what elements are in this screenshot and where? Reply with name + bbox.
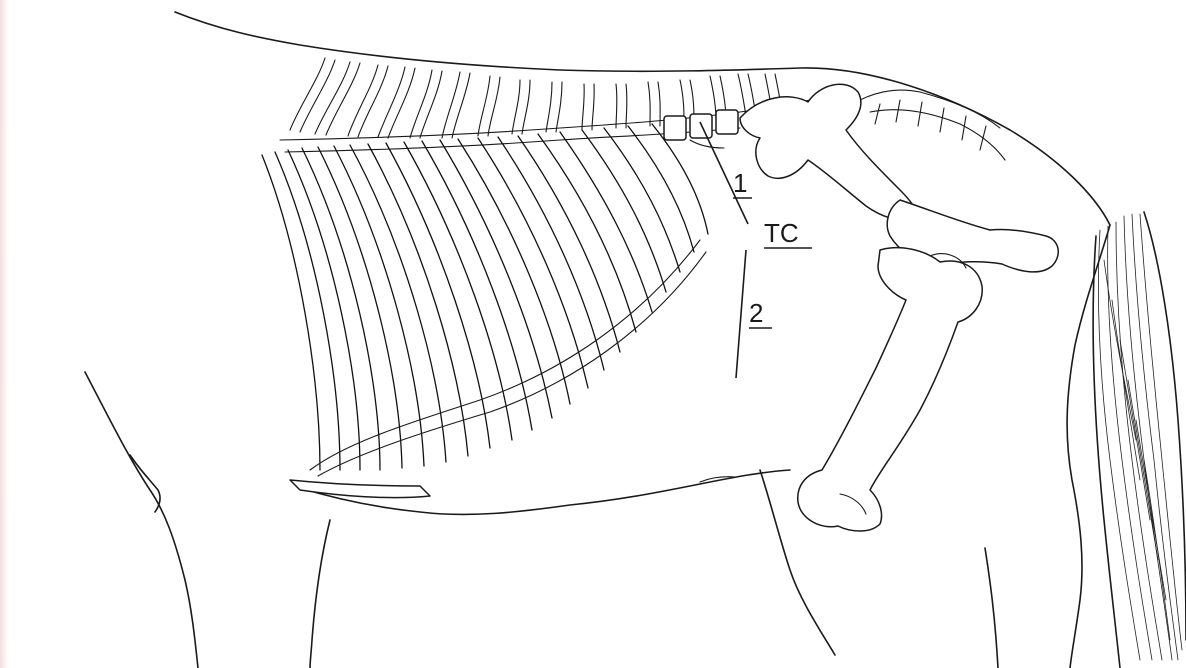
rib bbox=[582, 130, 666, 292]
spinous-process bbox=[452, 73, 470, 138]
spinous-process bbox=[522, 80, 530, 134]
rib-cage bbox=[262, 124, 708, 498]
spinous-process bbox=[378, 67, 405, 137]
rib bbox=[604, 128, 680, 272]
labels: 1 TC 2 bbox=[733, 168, 812, 328]
back-contour bbox=[175, 12, 1110, 225]
forearm-contour bbox=[310, 520, 330, 668]
rib bbox=[262, 155, 320, 470]
rib bbox=[275, 152, 340, 470]
spinous-process bbox=[738, 74, 746, 116]
caudal-process bbox=[940, 108, 944, 132]
foreleg-contour bbox=[85, 372, 198, 668]
rib bbox=[334, 146, 424, 466]
rib bbox=[628, 126, 694, 252]
sacral-spinous-processes bbox=[860, 90, 1000, 128]
tail-hair bbox=[1128, 380, 1158, 560]
label-1: 1 bbox=[733, 168, 747, 198]
caudal-process bbox=[896, 100, 900, 122]
label-tc: TC bbox=[764, 218, 799, 248]
rib bbox=[458, 139, 570, 404]
rib bbox=[518, 136, 620, 352]
tail-hair bbox=[1136, 420, 1166, 600]
sternum bbox=[290, 480, 430, 498]
spinous-process bbox=[488, 77, 500, 136]
ilium bbox=[740, 84, 920, 221]
spinous-process bbox=[512, 80, 520, 134]
pelvic-limb bbox=[740, 84, 1058, 531]
caudal-process bbox=[980, 126, 986, 150]
tail bbox=[1093, 212, 1186, 668]
caudal-process bbox=[875, 104, 880, 124]
spinous-process bbox=[546, 82, 552, 132]
spinous-process bbox=[326, 63, 360, 135]
rib bbox=[422, 141, 532, 430]
spinous-process bbox=[648, 82, 650, 126]
tail-outline bbox=[1093, 236, 1120, 668]
spinous-process bbox=[616, 84, 617, 128]
spinous-process bbox=[710, 76, 716, 120]
pointer-lines bbox=[700, 122, 748, 378]
hind-leg-contour bbox=[985, 548, 998, 668]
pointer-line-2 bbox=[736, 250, 746, 378]
spinous-process bbox=[592, 84, 594, 130]
spinous-process bbox=[626, 84, 627, 128]
spinous-process bbox=[658, 82, 660, 126]
femur bbox=[798, 248, 982, 531]
label-2: 2 bbox=[749, 298, 763, 328]
rib bbox=[478, 138, 588, 388]
tail-hair bbox=[1098, 230, 1140, 660]
lumbar-vertebra bbox=[664, 116, 686, 140]
tail-outline bbox=[1144, 212, 1186, 640]
caudal-process bbox=[962, 116, 966, 140]
spinous-process bbox=[478, 76, 490, 136]
rib bbox=[404, 142, 512, 440]
spinous-process bbox=[582, 84, 584, 130]
spinous-process bbox=[420, 71, 442, 138]
spinous-process bbox=[410, 70, 432, 138]
tail-hair bbox=[1116, 222, 1162, 660]
spinous-process bbox=[556, 82, 562, 132]
tail-hair bbox=[1120, 340, 1150, 520]
transverse-process bbox=[690, 140, 724, 148]
spinous-process bbox=[442, 72, 460, 138]
tail-hair bbox=[1104, 260, 1136, 440]
hindquarter-contour bbox=[1067, 225, 1110, 668]
rib bbox=[318, 147, 402, 468]
spinous-process bbox=[300, 60, 335, 132]
lumbar-vertebra bbox=[716, 110, 738, 134]
caudal-process bbox=[918, 102, 922, 126]
rib bbox=[498, 137, 604, 370]
